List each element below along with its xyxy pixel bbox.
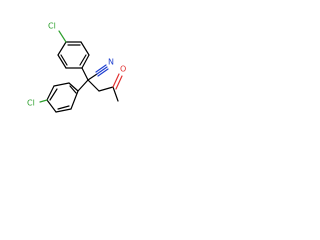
nitrogen-label: N — [108, 58, 114, 67]
structure-diagram: Cl Cl N O — [0, 0, 152, 152]
atom-labels: Cl Cl N O — [27, 22, 126, 108]
molecule-drawing: Cl Cl N O — [27, 22, 126, 113]
oxygen-label: O — [120, 65, 126, 74]
chlorine-bottom-label: Cl — [27, 99, 35, 108]
ring-top — [57, 30, 90, 69]
chlorine-top-label: Cl — [48, 22, 56, 31]
ring-bottom — [39, 82, 79, 113]
chain — [77, 64, 123, 102]
